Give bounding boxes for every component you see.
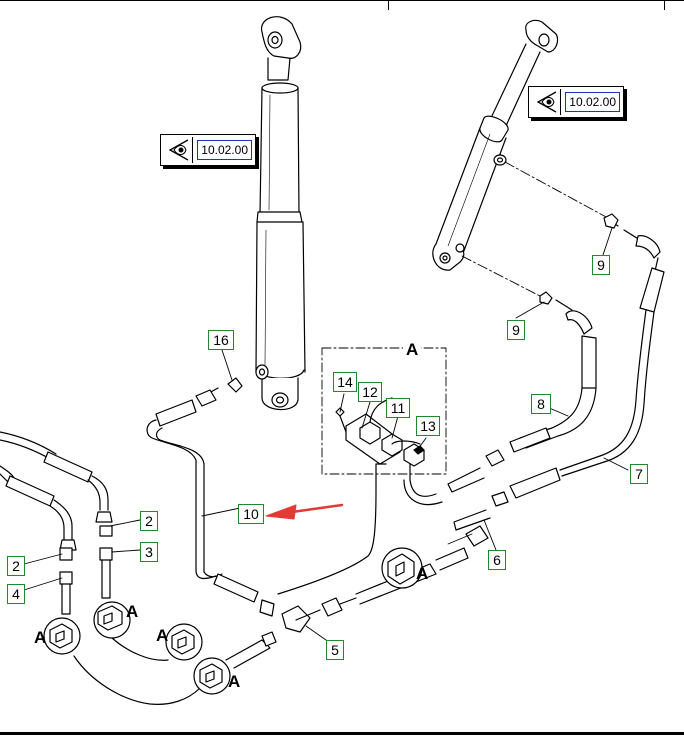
connector-label: A [34, 628, 47, 647]
tee-fitting-5 [281, 525, 489, 633]
callout-14[interactable]: 14 [333, 372, 357, 392]
detail-view-label: A [403, 340, 422, 360]
eye-icon [536, 89, 561, 115]
view-reference-right[interactable]: 10.02.00 [528, 86, 624, 118]
right-cylinder [432, 19, 559, 271]
callout-9-upper[interactable]: 9 [592, 255, 610, 275]
connector-label: A [156, 626, 169, 645]
connector-label: A [228, 672, 241, 691]
callout-13[interactable]: 13 [416, 416, 440, 436]
callout-8[interactable]: 8 [531, 394, 551, 414]
callout-10[interactable]: 10 [238, 504, 264, 524]
callout-16[interactable]: 16 [208, 330, 234, 350]
callout-2-left[interactable]: 2 [7, 556, 25, 576]
view-reference-left[interactable]: 10.02.00 [160, 134, 256, 166]
hose-8 [403, 291, 597, 506]
callout-3[interactable]: 3 [140, 542, 158, 562]
bottom-border [0, 732, 684, 735]
left-cylinder [255, 16, 306, 411]
callout-7[interactable]: 7 [630, 464, 648, 484]
pointer-arrow [265, 503, 344, 520]
connector-label: A [416, 564, 429, 583]
hose-7 [453, 213, 665, 531]
view-reference-code: 10.02.00 [197, 140, 252, 160]
connector-label: A [126, 602, 139, 621]
view-reference-code: 10.02.00 [565, 92, 620, 112]
callout-12[interactable]: 12 [358, 382, 382, 402]
callout-4[interactable]: 4 [7, 584, 25, 604]
callout-2-right[interactable]: 2 [140, 511, 158, 531]
eye-icon [168, 137, 193, 163]
callout-9-lower[interactable]: 9 [507, 320, 525, 340]
connector-details [43, 547, 423, 695]
left-hoses [0, 431, 277, 705]
top-border [0, 0, 684, 1]
bracket-assembly [321, 347, 447, 475]
callout-5[interactable]: 5 [326, 640, 344, 660]
callout-11[interactable]: 11 [386, 398, 410, 418]
header-tick [388, 0, 389, 10]
header-tick [664, 0, 665, 10]
hose-10 [146, 377, 387, 617]
callout-6[interactable]: 6 [488, 550, 506, 570]
alignment-lines [461, 161, 609, 297]
